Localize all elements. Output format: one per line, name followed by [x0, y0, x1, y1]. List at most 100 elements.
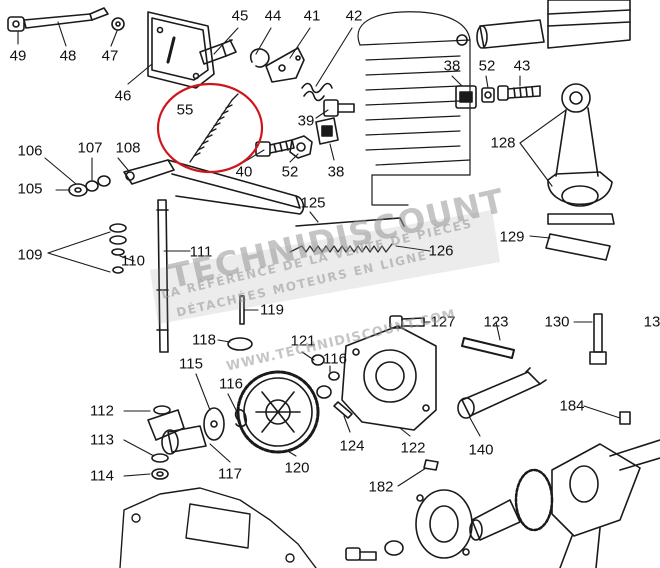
part-105-nut	[68, 183, 88, 197]
part-44-washer	[249, 48, 270, 68]
cylinder-block	[357, 11, 471, 206]
label-109: 109	[17, 246, 43, 264]
label-121: 121	[290, 332, 316, 350]
label-107: 107	[77, 139, 103, 157]
label-52-right: 52	[478, 57, 496, 75]
label-114: 114	[90, 467, 114, 485]
part-40-bolt	[255, 139, 295, 157]
label-118: 118	[192, 331, 216, 349]
part-124-pin	[333, 401, 353, 419]
part-116-circlip	[234, 409, 248, 428]
part-42-spring	[301, 82, 333, 102]
label-40: 40	[235, 163, 253, 181]
label-120: 120	[284, 459, 310, 477]
label-116-b: 116	[323, 350, 347, 368]
label-49: 49	[9, 47, 27, 65]
watermark-band	[150, 210, 500, 324]
crankcase	[119, 487, 317, 568]
label-124: 124	[339, 437, 365, 455]
part-123-key	[461, 337, 515, 359]
seal-housing	[415, 489, 473, 559]
part-127-bolt	[389, 315, 425, 329]
part-38-clip	[315, 117, 339, 145]
label-128: 128	[490, 134, 516, 152]
label-38-right: 38	[443, 57, 461, 75]
part-182-pin	[423, 459, 439, 471]
label-140: 140	[468, 441, 494, 459]
part-55-spring	[189, 93, 239, 163]
label-125: 125	[300, 194, 326, 212]
label-182: 182	[368, 478, 394, 496]
part-114-nut	[151, 468, 169, 480]
label-126: 126	[428, 242, 454, 260]
label-46: 46	[114, 87, 132, 105]
part-112-bracket	[147, 405, 185, 441]
label-52: 52	[281, 163, 299, 181]
label-116: 116	[219, 375, 243, 393]
part-130-bolt	[589, 313, 607, 365]
part-39-bolt	[323, 99, 355, 117]
part-122-housing	[341, 325, 437, 431]
bolt-bottom	[345, 540, 404, 561]
part-52-right	[481, 87, 495, 103]
label-48: 48	[59, 47, 77, 65]
part-129-shim	[545, 233, 611, 261]
label-13: 13	[643, 313, 660, 331]
part-126-spring	[289, 243, 393, 253]
part-128-connecting-rod	[547, 83, 615, 225]
crankshaft	[469, 439, 660, 568]
label-119: 119	[260, 301, 284, 319]
label-55: 55	[176, 101, 194, 119]
part-47-washer	[111, 17, 125, 31]
part-113-washer	[151, 453, 169, 463]
label-110: 110	[121, 252, 145, 270]
label-44: 44	[264, 7, 282, 25]
part-184-pin	[619, 411, 631, 425]
part-48-lever	[7, 7, 109, 32]
part-140-shaft	[457, 367, 547, 419]
label-108: 108	[115, 139, 141, 157]
part-38-right	[455, 85, 477, 109]
part-115-washer	[203, 407, 225, 441]
label-41: 41	[303, 7, 321, 25]
part-119-pin	[239, 295, 245, 325]
label-130: 130	[544, 313, 570, 331]
part-106-washer	[85, 180, 99, 192]
part-121-washers	[311, 354, 340, 399]
label-117: 117	[218, 465, 242, 483]
label-106: 106	[17, 142, 43, 160]
label-39: 39	[297, 112, 315, 130]
label-122: 122	[400, 439, 426, 457]
highlight-ellipse	[156, 82, 264, 174]
label-111: 111	[189, 243, 213, 261]
part-108-lever	[123, 159, 305, 215]
label-127: 127	[430, 313, 456, 331]
part-125-wire	[295, 217, 405, 227]
label-113: 113	[90, 431, 114, 449]
part-52-nut	[289, 135, 313, 159]
label-105: 105	[17, 180, 43, 198]
label-42: 42	[345, 7, 363, 25]
part-45-screw	[199, 39, 237, 65]
part-41-plate	[265, 47, 305, 83]
piston	[547, 0, 631, 49]
part-109-washers	[109, 223, 127, 274]
part-111-shaft	[156, 199, 169, 353]
part-107-washer	[97, 175, 111, 187]
part-117-spindle	[161, 425, 207, 455]
part-43-bolt	[497, 85, 541, 101]
label-115: 115	[179, 355, 203, 373]
label-45: 45	[231, 7, 249, 25]
part-120-gear	[236, 370, 320, 454]
part-46-bracket	[147, 11, 215, 89]
label-43: 43	[513, 57, 531, 75]
part-118-clip	[227, 337, 253, 351]
piston-pin	[456, 19, 545, 49]
leader-lines	[17, 21, 621, 487]
label-129: 129	[499, 228, 525, 246]
label-112: 112	[90, 402, 114, 420]
label-184: 184	[559, 397, 585, 415]
label-47: 47	[101, 47, 119, 65]
